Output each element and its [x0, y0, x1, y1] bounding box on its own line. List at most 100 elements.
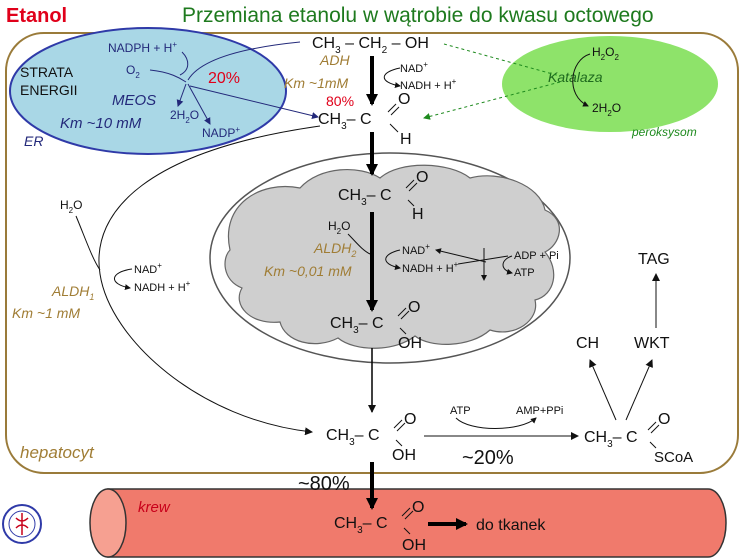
aldh1-nadh: NADH + H+ [134, 279, 191, 294]
aldehyde-cytosol-bond-o2 [390, 106, 400, 116]
aldehyde-mito-bond-h [407, 199, 415, 207]
peroxisome-arrow-in [443, 43, 561, 77]
acetate-blood-bond-o2 [404, 510, 414, 520]
acetate-cytosol-o: O [404, 411, 416, 428]
energy-loss-line2: ENERGII [20, 82, 78, 98]
er-arrow-to-acetaldehyde [189, 85, 319, 119]
acetyl-coa-bond-s [649, 441, 657, 449]
main-title: Przemiana etanolu w wątrobie do kwasu oc… [182, 4, 654, 27]
aldh1-arrow [98, 125, 321, 436]
tag-label: TAG [638, 251, 670, 268]
blood-label: krew [138, 499, 171, 516]
acetate-cytosol: CH3– C [326, 427, 380, 448]
hepatocyte-label: hepatocyt [20, 443, 95, 462]
ethanol-formula: CH3 – CH2 – OH [312, 35, 429, 56]
acetaldehyde-mito: CH3– C [338, 187, 392, 208]
catalase-label: Katalaza [548, 69, 603, 85]
arrow-to-ch [589, 359, 617, 421]
o2-label: O2 [126, 63, 140, 80]
aldehyde-cytosol-bond-o1 [387, 103, 397, 113]
acetate-cytosol-bond-oh [395, 439, 403, 447]
acetate-cytosol-bond-o1 [393, 419, 403, 429]
respiratory-arrow-nad [435, 248, 487, 263]
er-label: ER [24, 133, 43, 149]
aldehyde-mito-o: O [416, 169, 428, 186]
aldh1-nad: NAD+ [134, 261, 162, 276]
blood-vessel-end [89, 488, 127, 558]
peroxisome-water: 2H2O [592, 101, 621, 118]
aldh2-km: Km ~0,01 mM [264, 263, 352, 279]
aldh1-water: H2O [60, 198, 82, 215]
acetyl-coa-bond-o1 [647, 421, 657, 431]
aldh2-label: ALDH2 [313, 240, 356, 259]
er-percent: 20% [208, 70, 240, 87]
acetate-blood-oh: OH [402, 537, 426, 554]
er-arrow-nadp [187, 83, 211, 125]
aldh1-water-arrow [75, 215, 101, 271]
acetate-mito: CH3– C [330, 315, 384, 336]
acetaldehyde-cytosol: CH3– C [318, 111, 372, 132]
ch-label: CH [576, 335, 599, 352]
arrow-to-wkt [625, 359, 653, 421]
acetate-blood-bond-o1 [401, 507, 411, 517]
acetate-mito-bond-oh [399, 327, 407, 335]
acetate-mito-oh: OH [398, 335, 422, 352]
aldehyde-mito-h: H [412, 206, 424, 223]
atp-cytosol-label: ATP [450, 405, 471, 417]
aldh2-water: H2O [328, 219, 350, 236]
acetate-cytosol-bond-o2 [396, 422, 406, 432]
peroxisome-label: peroksysom [631, 125, 697, 139]
atp-synthesis-arrow [502, 255, 513, 275]
left-title: Etanol [6, 5, 67, 27]
amp-label: AMP+PPi [516, 405, 563, 417]
acetate-mito-bond-o2 [400, 310, 410, 320]
to-tissues-label: do tkanek [476, 517, 546, 534]
adh-nad: NAD+ [400, 60, 428, 75]
aldh2-nadh: NADH + H+ [402, 260, 459, 275]
atp-mito-label: ATP [514, 267, 535, 279]
acetate-mito-bond-o1 [397, 307, 407, 317]
er-arrow-o2 [149, 69, 187, 83]
blood-vessel [107, 488, 727, 558]
peroxisome-h2o2: H2O2 [592, 45, 619, 62]
er-arrow-nadph [179, 51, 189, 76]
adh-label: ADH [319, 52, 350, 68]
meos-label: MEOS [112, 92, 156, 109]
aldehyde-mito-bond-o2 [408, 182, 418, 192]
catalase-arrow [572, 53, 591, 107]
aldh1-label: ALDH1 [51, 283, 94, 302]
adh-cofactor-arrow [383, 67, 401, 89]
respiratory-arrow-nadh [457, 255, 509, 265]
aldehyde-cytosol-h: H [400, 131, 412, 148]
peroxisome-ellipse [502, 36, 718, 132]
acetate-mito-o: O [408, 299, 420, 316]
acetyl-coa-o: O [658, 411, 670, 428]
acetate-blood: CH3– C [334, 515, 388, 536]
energy-loss-line1: STRATA [20, 64, 74, 80]
nadp-label: NADP+ [202, 125, 240, 140]
er-arrow-water [176, 83, 187, 107]
university-seal-icon [2, 504, 42, 544]
aldh2-cofactor-arrow [385, 249, 401, 270]
atp-amp-arrow [455, 417, 537, 429]
nadph-label: NADPH + H+ [108, 40, 177, 55]
acetate-blood-bond-oh [403, 527, 411, 535]
acetate-blood-o: O [412, 499, 424, 516]
acetyl-coa-scoa: SCoA [654, 449, 693, 466]
adh-nadh: NADH + H+ [400, 77, 457, 92]
percent-80: ~80% [298, 473, 350, 495]
acetyl-coa: CH3– C [584, 429, 638, 450]
meos-km: Km ~10 mM [60, 115, 142, 132]
adp-label: ADP + Pi [514, 250, 559, 262]
aldehyde-cytosol-o: O [398, 91, 410, 108]
aldh2-nad: NAD+ [402, 242, 430, 257]
acetate-cytosol-oh: OH [392, 447, 416, 464]
aldehyde-cytosol-bond-h [389, 123, 399, 133]
adh-percent: 80% [326, 93, 354, 109]
adh-km: Km ~1mM [284, 75, 349, 91]
water-label: 2H2O [170, 108, 199, 125]
aldh1-km: Km ~1 mM [12, 305, 80, 321]
acetyl-coa-bond-o2 [650, 424, 660, 434]
aldh1-cofactor-arrow [114, 268, 133, 291]
